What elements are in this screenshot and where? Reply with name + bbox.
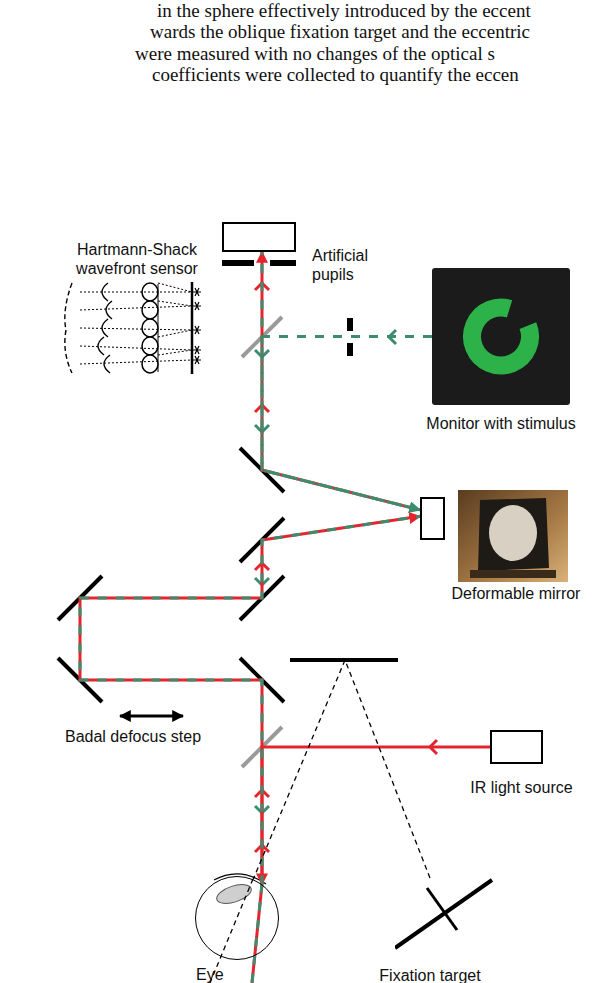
beam-line [262, 252, 420, 510]
eye: Eye [195, 876, 279, 960]
mirror [58, 448, 284, 702]
body-text-line: were measured with no changes of the opt… [135, 43, 495, 64]
light-path [262, 337, 432, 510]
ir-source: IR light source [490, 730, 543, 764]
beam-line [80, 516, 420, 884]
component-label: IR light source [454, 778, 589, 797]
light-path [262, 747, 490, 884]
light-path [262, 252, 420, 510]
eye-lens [214, 874, 266, 907]
beam-line [253, 660, 430, 879]
body-text-line: in the sphere effectively introduced by … [157, 0, 531, 21]
fixation-target: Fixation target [395, 878, 493, 950]
stimulus-ring [463, 299, 539, 375]
body-text-line: wards the oblique fixation target and th… [150, 21, 530, 42]
fixation-cross-line [427, 888, 457, 930]
component-label: Deformable mirror [432, 584, 596, 603]
light-path [253, 660, 430, 879]
part-label: Badal defocus step [65, 727, 235, 746]
landolt-c [432, 268, 570, 405]
lenslet-array [65, 282, 201, 374]
part-label: Artificial pupils [312, 246, 392, 284]
stimulus-monitor: Monitor with stimulus [432, 268, 570, 405]
deformable-mirror: Deformable mirror [420, 497, 445, 540]
beam-connectors [80, 252, 490, 884]
beam-line [262, 747, 490, 884]
body-text-line: coefficients were collected to quantify … [152, 64, 519, 85]
deformable-mirror-photo [458, 490, 568, 582]
component-label: Fixation target [365, 966, 495, 983]
light-path [80, 516, 420, 884]
direction-chevron [255, 283, 437, 852]
component-label: Hartmann-Shack wavefront sensor [57, 240, 217, 278]
beam-line [262, 252, 420, 510]
wavefront-sensor: Hartmann-Shack wavefront sensor [222, 222, 296, 252]
fixation-mirror [395, 878, 493, 950]
component-label: Monitor with stimulus [406, 414, 596, 433]
beam-line [80, 516, 420, 884]
component-label: Eye [196, 965, 236, 983]
fixation-mirror-line [395, 880, 492, 948]
badal-arrow [120, 715, 183, 718]
beam-line [262, 337, 432, 510]
